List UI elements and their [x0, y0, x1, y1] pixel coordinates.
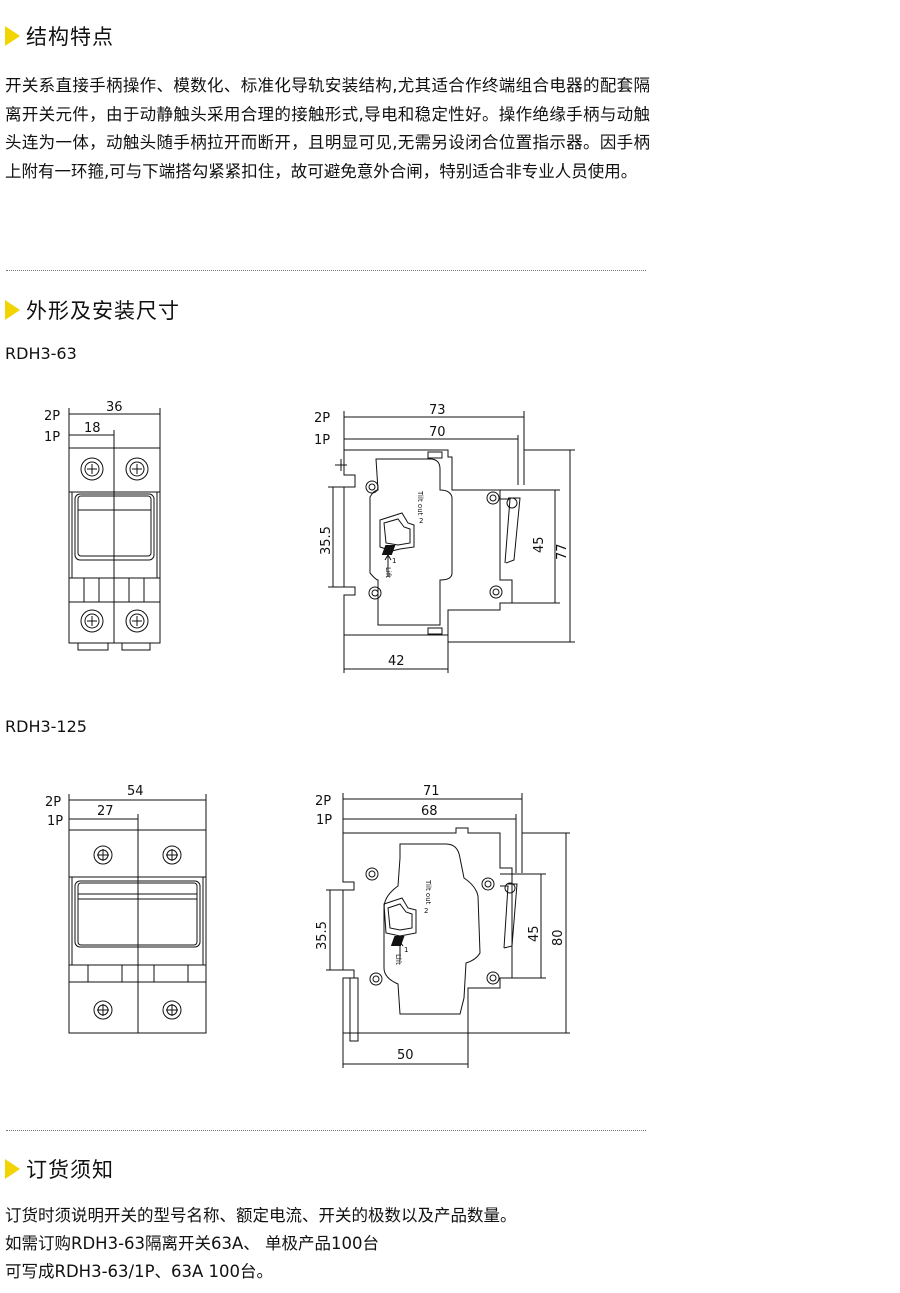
ordering-title: 订货须知 [26, 1158, 114, 1182]
side-dim-50: 50 [397, 1048, 414, 1063]
side-dim-71: 71 [423, 784, 440, 799]
side-dim-70: 70 [429, 425, 446, 440]
side-dim-35-5: 35.5 [319, 526, 334, 555]
side-dim-73: 73 [429, 403, 446, 418]
side-dim-45: 45 [527, 925, 542, 942]
front-dim-36: 36 [106, 400, 123, 415]
side-dim-80: 80 [551, 929, 566, 946]
label-step-2: 2 [419, 517, 423, 525]
divider-1 [6, 270, 646, 271]
ordering-line-2: 如需订购RDH3-63隔离开关63A、 单极产品100台 [5, 1234, 380, 1253]
ordering-line-1: 订货时须说明开关的型号名称、额定电流、开关的极数以及产品数量。 [5, 1206, 517, 1225]
features-heading: 结构特点 [0, 20, 650, 52]
section-ordering: 订货须知 [0, 1153, 650, 1185]
ordering-heading: 订货须知 [0, 1153, 650, 1185]
label-tilt-out: Tilt out [424, 879, 432, 905]
side-label-1p: 1P [314, 433, 330, 448]
features-body: 开关系直接手柄操作、模数化、标准化导轨安装结构,尤其适合作终端组合电器的配套隔离… [5, 76, 650, 181]
rdh3-125-side-drawing: Tilt out 2 Lift 1 2P 1P 71 68 35.5 45 80… [315, 784, 570, 1068]
side-dim-68: 68 [421, 804, 438, 819]
front-dim-27: 27 [97, 804, 114, 819]
side-dim-35-5: 35.5 [315, 921, 330, 950]
model-name-rdh3-125: RDH3-125 [5, 717, 87, 736]
triangle-bullet-icon [5, 26, 20, 46]
front-label-1p: 1P [47, 814, 63, 829]
section-features: 结构特点 [0, 20, 650, 52]
front-dim-54: 54 [127, 784, 144, 799]
triangle-bullet-icon [5, 300, 20, 320]
label-lift: Lift [394, 954, 402, 965]
label-step-1: 1 [392, 557, 396, 565]
side-dim-45: 45 [532, 536, 547, 553]
rdh3-63-side-drawing: Tilt out 2 Lift 1 2P 1P 73 70 35.5 45 77… [314, 403, 575, 673]
section-dimensions: 外形及安装尺寸 [0, 294, 650, 326]
label-step-1: 1 [404, 946, 408, 954]
triangle-bullet-icon [5, 1159, 20, 1179]
features-title: 结构特点 [26, 25, 114, 49]
side-label-1p: 1P [316, 813, 332, 828]
brand-logo-icon [390, 936, 405, 946]
front-label-2p: 2P [44, 409, 60, 424]
side-dim-42: 42 [388, 654, 405, 669]
rdh3-63-front-drawing: 2P 1P 36 18 [44, 400, 161, 651]
side-label-2p: 2P [315, 794, 331, 809]
front-label-1p: 1P [44, 430, 60, 445]
divider-2 [6, 1130, 646, 1131]
dimensions-title: 外形及安装尺寸 [26, 299, 180, 323]
brand-logo-icon [381, 545, 396, 555]
label-step-2: 2 [424, 907, 428, 915]
front-label-2p: 2P [45, 795, 61, 810]
ordering-line-3: 可写成RDH3-63/1P、63A 100台。 [5, 1262, 274, 1281]
side-label-2p: 2P [314, 411, 330, 426]
front-dim-18: 18 [84, 421, 101, 436]
rdh3-125-front-drawing: 2P 1P 54 27 [45, 784, 207, 1034]
dimensions-heading: 外形及安装尺寸 [0, 294, 650, 326]
label-tilt-out: Tilt out [416, 490, 424, 516]
model-name-rdh3-63: RDH3-63 [5, 344, 77, 363]
side-dim-77: 77 [555, 543, 570, 560]
label-lift: Lift [384, 567, 392, 578]
